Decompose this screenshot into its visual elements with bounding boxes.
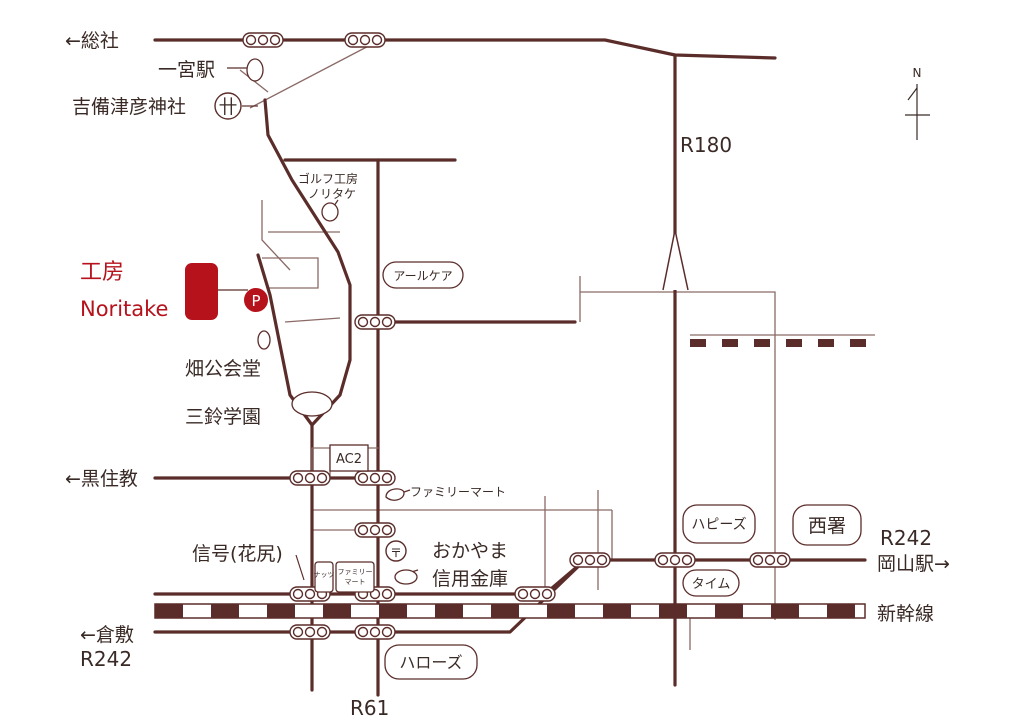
post-mark-text: 〒 [390, 546, 402, 560]
signal-icon [654, 552, 696, 568]
signal-icon [569, 552, 611, 568]
time-label: タイム [692, 577, 731, 592]
shop-building-icon [185, 263, 218, 320]
parking-text: P [251, 292, 260, 310]
kurozumikyo-label: ←黒住教 [65, 468, 138, 490]
street [580, 291, 776, 620]
leader [295, 554, 305, 581]
road-hatake-loop [256, 98, 352, 427]
hall-icon [257, 330, 271, 350]
street [261, 200, 291, 271]
time-box [682, 569, 740, 597]
shinkansen-track [155, 604, 865, 618]
signal-icon [354, 314, 396, 330]
overpass-mark [662, 229, 689, 291]
ac2-box [329, 444, 369, 472]
place-labels: ←総社 一宮駅 吉備津彦神社 ゴルフ工房 ノリタケ アールケア 畑公会堂 三鈴学… [65, 30, 950, 672]
r180-label: R180 [680, 133, 732, 157]
kibitsuhiko-label: 吉備津彦神社 [72, 96, 186, 118]
hellos-label: ハローズ [399, 653, 462, 672]
hatake-label: 畑公会堂 [185, 358, 261, 380]
golf-label-line1: ゴルフ工房 [298, 171, 358, 186]
familymart-icon [385, 488, 405, 501]
street [262, 257, 319, 289]
hellos-box [384, 644, 478, 680]
north-arrow-icon: N [905, 66, 930, 140]
boxed-labels [314, 261, 862, 680]
r61-label: R61 [350, 696, 389, 720]
signal-icon [354, 624, 396, 640]
north-label: N [913, 66, 922, 80]
shop-name-en: Noritake [80, 297, 168, 321]
nats-label: ナッツ [314, 571, 335, 579]
nats-box [314, 561, 334, 593]
ichinomiya-label: 一宮駅 [158, 59, 215, 81]
post-office-icon: 〒 [385, 540, 407, 562]
nishisho-label: 西署 [808, 515, 846, 537]
fm-small-line1: ファミリー [338, 568, 373, 576]
signal-icon [354, 522, 396, 538]
railway-east [690, 339, 875, 347]
shop-marker[interactable]: P 工房 Noritake [80, 260, 268, 321]
signal-icon [354, 470, 396, 486]
signal-icon [289, 624, 331, 640]
r242-east-label: R242 [880, 526, 932, 550]
kurashiki-label: ←倉敷 [80, 624, 134, 646]
signal-icon [289, 470, 331, 486]
signal-hanajiri-label: 信号(花尻) [192, 543, 283, 565]
ichinomiya-station-icon [246, 58, 264, 82]
golf-shop-icon [321, 202, 339, 222]
fm-small-box [335, 561, 375, 593]
arucare-box [382, 261, 464, 289]
street [284, 317, 341, 323]
signal-icon [749, 552, 791, 568]
ac2-label: AC2 [336, 452, 362, 467]
shop-name-ja: 工房 [80, 260, 124, 285]
signal-icon [344, 32, 386, 48]
nishisho-box [792, 504, 862, 546]
r242-west-label: R242 [80, 647, 132, 671]
street [249, 39, 381, 109]
misuzu-label: 三鈴学園 [185, 406, 261, 428]
school-icon [291, 391, 333, 417]
landmark-shapes [246, 58, 418, 585]
arucare-label: アールケア [393, 269, 452, 283]
major-roads [153, 38, 867, 697]
railways [154, 339, 875, 619]
minor-streets [239, 39, 875, 650]
parking-icon [244, 288, 268, 312]
familymart-label: ファミリーマート [410, 485, 506, 499]
bank-label-line1: おかやま [432, 540, 508, 562]
happys-label: ハピーズ [691, 517, 746, 533]
golf-label-line2: ノリタケ [308, 187, 356, 201]
signal-icon [242, 32, 284, 48]
traffic-signals [242, 32, 791, 640]
sosha-label: ←総社 [65, 30, 119, 52]
fm-small-line2: マート [345, 578, 366, 586]
shinkansen-label: 新幹線 [877, 603, 934, 625]
bank-label-line2: 信用金庫 [432, 568, 508, 590]
okayama-station-label: 岡山駅→ [877, 553, 950, 575]
shrine-mark-text: 卄 [218, 96, 237, 118]
happys-box [682, 504, 756, 544]
shrine-icon: 卄 [214, 92, 242, 120]
road-kurashiki [153, 558, 587, 634]
bank-icon [394, 569, 418, 585]
road-labels: R180 R242 R242 R61 [80, 133, 932, 720]
signal-icon [514, 586, 556, 602]
